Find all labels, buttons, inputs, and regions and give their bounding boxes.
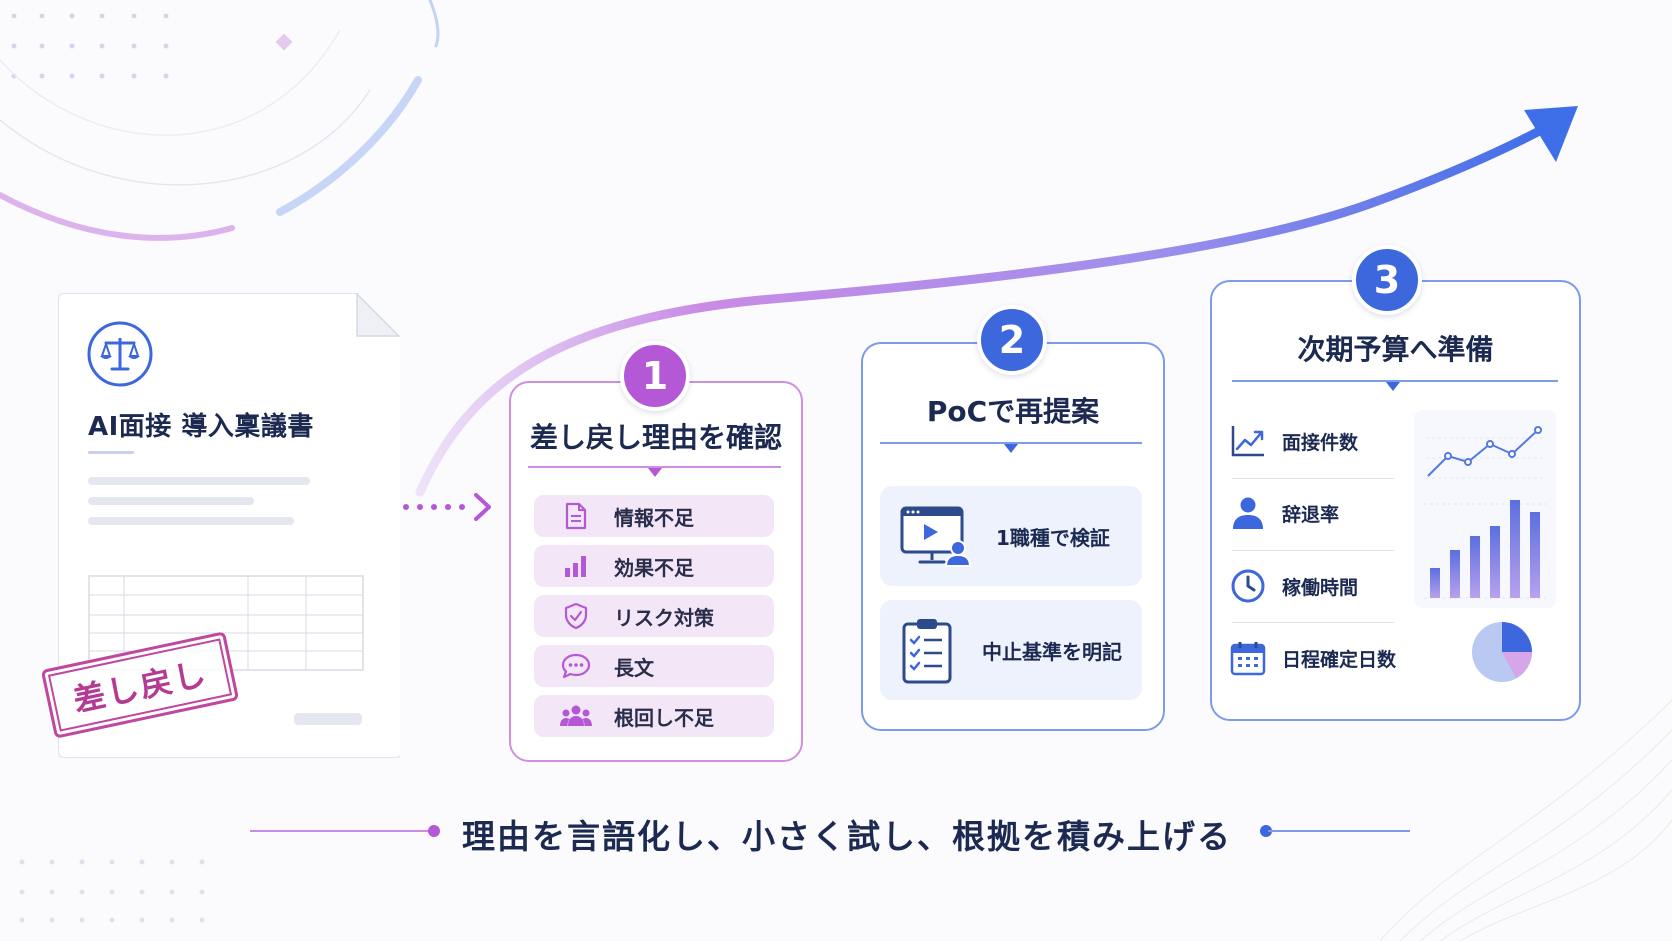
bar-chart-icon [556,554,596,578]
document-title: AI面接 導入稟議書 [88,412,314,442]
step-3-divider [1232,380,1558,382]
reason-label: 効果不足 [614,555,694,580]
people-icon [556,704,596,728]
reason-item: 効果不足 [534,545,774,587]
decorative-dots-top [11,13,169,79]
metric-label: 稼働時間 [1282,576,1359,599]
calendar-icon [1230,640,1266,676]
metric-item: 稼働時間 [1230,568,1390,604]
step-1-divider [528,466,781,468]
checklist-icon [900,616,954,684]
page-fold-corner [356,293,400,337]
step-2-divider-pointer [1004,444,1018,453]
poc-item: 1職種で検証 [880,486,1142,586]
scales-icon [86,320,154,388]
chat-bubble-icon [556,653,596,679]
person-icon [1230,496,1266,530]
poc-label: 中止基準を明記 [982,639,1122,664]
document-text-line [88,477,310,485]
document-text-line [88,517,294,525]
reason-item: 長文 [534,645,774,687]
metric-item: 面接件数 [1230,424,1390,458]
summary-motto: 理由を言語化し、小さく試し、根拠を積み上げる [462,817,1232,856]
metric-label: 日程確定日数 [1282,648,1397,671]
decorative-line-chart [1426,426,1544,479]
document-text-line [88,497,254,505]
metric-divider [1232,478,1394,479]
reason-label: リスク対策 [614,605,714,630]
poc-item: 中止基準を明記 [880,600,1142,700]
decorative-pie-chart [1472,622,1532,682]
dotted-connector-arrow [403,493,491,521]
reason-label: 根回し不足 [614,705,714,730]
step-2-title: PoCで再提案 [926,395,1100,428]
document-signature-line [294,713,362,725]
reason-label: 情報不足 [614,505,694,530]
decorative-arcs [0,0,440,241]
step-2-divider [880,442,1142,444]
step-1-badge: 1 [620,341,690,411]
reason-item: リスク対策 [534,595,774,637]
metric-item: 日程確定日数 [1230,640,1396,676]
poc-label: 1職種で検証 [996,525,1110,550]
decorative-dots-bottom [19,859,205,923]
document-icon [556,502,596,530]
metric-divider [1232,622,1394,623]
clock-icon [1230,568,1266,604]
shield-check-icon [556,602,596,630]
video-presentation-icon [900,504,972,568]
decorative-wave-mesh [1379,699,1672,941]
reason-item: 情報不足 [534,495,774,537]
step-2-badge: 2 [977,305,1047,375]
step-3-divider-pointer [1386,382,1400,391]
growth-arrow-head [1524,106,1578,162]
decorative-bar-chart [1424,500,1546,599]
step-1-divider-pointer [648,468,662,477]
decorative-diamond [275,33,293,51]
step-3-badge: 3 [1352,245,1422,315]
step-3-title: 次期予算へ準備 [1297,333,1494,366]
reason-label: 長文 [614,655,654,680]
reason-item: 根回し不足 [534,695,774,737]
trend-chart-icon [1230,424,1266,458]
metric-item: 辞退率 [1230,496,1390,530]
metric-label: 面接件数 [1282,431,1359,454]
document-title-underline [88,451,134,454]
growth-arrow-path [415,123,1550,497]
step-1-title: 差し戻し理由を確認 [529,421,782,454]
metric-divider [1232,550,1394,551]
motto-decorative-lines [250,825,1410,837]
metric-label: 辞退率 [1282,503,1340,526]
